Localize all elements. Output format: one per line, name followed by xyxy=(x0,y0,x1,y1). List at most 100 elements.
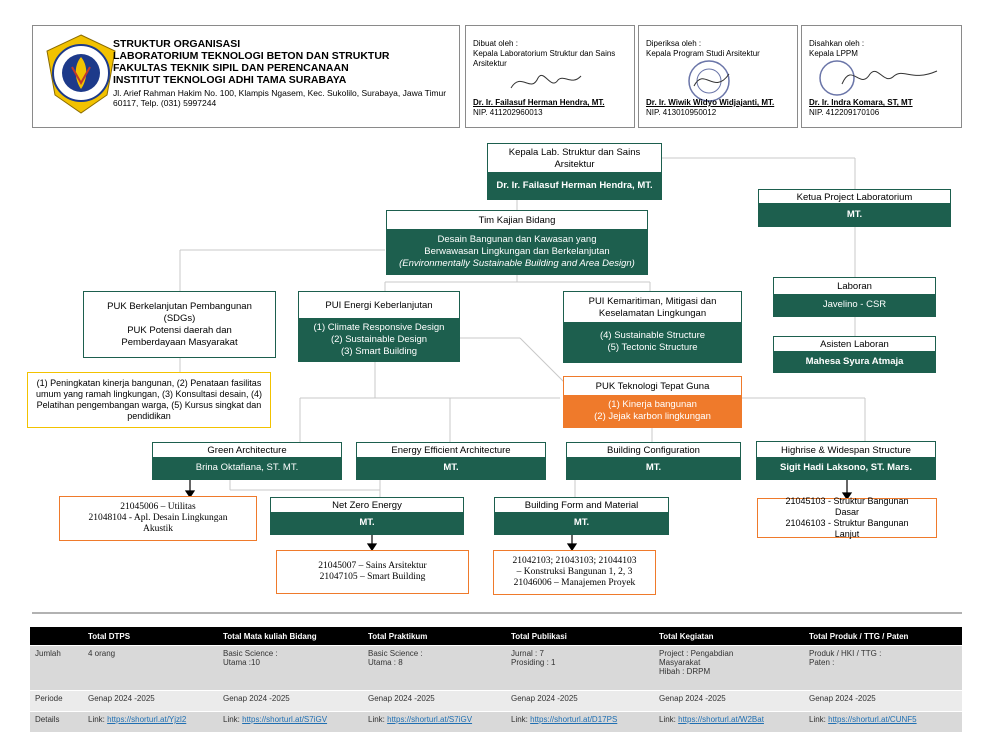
summary-table: Total DTPS Total Mata kuliah Bidang Tota… xyxy=(30,627,962,732)
link-prefix: Link: xyxy=(511,715,531,724)
asisten-box: Asisten Laboran Mahesa Syura Atmaja xyxy=(773,336,936,373)
puk-ttg-box: PUK Teknologi Tepat Guna (1) Kinerja ban… xyxy=(563,376,742,428)
header-title-1: STRUKTUR ORGANISASI xyxy=(113,38,241,50)
puk-berkelanjutan-line-1: PUK Berkelanjutan Pembangunan xyxy=(107,300,252,312)
tim-desc-2: Berwawasan Lingkungan dan Berkelanjutan xyxy=(424,245,610,257)
puk-berkelanjutan-line-4: Pemberdayaan Masyarakat xyxy=(121,336,238,348)
sign-role: Kepala LPPM xyxy=(809,49,858,58)
cell-line: Utama : 8 xyxy=(368,658,403,667)
note-highrise-line-4: Lanjut xyxy=(834,529,860,539)
header-left: STRUKTUR ORGANISASI LABORATORIUM TEKNOLO… xyxy=(32,25,460,128)
cell-line: Basic Science : xyxy=(223,649,278,658)
details-link[interactable]: https://shorturl.at/Yjzl2 xyxy=(107,715,187,724)
head-title: Kepala Lab. Struktur dan Sains Arsitektu… xyxy=(488,144,661,174)
form-title: Building Form and Material xyxy=(495,498,668,514)
netzero-name: MT. xyxy=(359,517,375,528)
pui-energi-item-3: (3) Smart Building xyxy=(340,345,418,357)
pui-energi-box: PUI Energi Keberlanjutan (1) Climate Res… xyxy=(298,291,460,362)
pui-energi-title: PUI Energi Keberlanjutan xyxy=(299,292,459,320)
tim-desc-1: Desain Bangunan dan Kawasan yang xyxy=(437,233,597,245)
pui-kemaritiman-box: PUI Kemaritiman, Mitigasi dan Keselamata… xyxy=(563,291,742,363)
details-link[interactable]: https://shorturl.at/CUNF5 xyxy=(828,715,917,724)
note-form-line-2: – Konstruksi Bangunan 1, 2, 3 xyxy=(516,567,633,577)
note-netzero-line-2: 21047105 – Smart Building xyxy=(319,572,426,582)
details-link[interactable]: https://shorturl.at/S7iGV xyxy=(242,715,328,724)
highrise-title: Highrise & Widespan Structure xyxy=(757,442,935,459)
sign-role: Kepala Laboratorium Struktur dan Sains A… xyxy=(473,49,616,68)
config-name: MT. xyxy=(645,462,662,473)
table-cell: Basic Science :Utama : 8 xyxy=(363,645,506,691)
note-green: 21045006 – Utilitas 21048104 - Apl. Desa… xyxy=(59,496,257,541)
config-box: Building Configuration MT. xyxy=(566,442,741,480)
puk-ttg-item-1: (1) Kinerja bangunan xyxy=(608,399,697,410)
note-netzero: 21045007 – Sains Arsitektur 21047105 – S… xyxy=(276,550,469,594)
sign-name: Dr. Ir. Failasuf Herman Hendra, MT. xyxy=(473,98,605,107)
note-green-line-2: 21048104 - Apl. Desain Lingkungan xyxy=(88,513,228,523)
header-title-4: INSTITUT TEKNOLOGI ADHI TAMA SURABAYA xyxy=(113,74,347,86)
head-name: Dr. Ir. Failasuf Herman Hendra, MT. xyxy=(496,179,653,191)
energy-title: Energy Efficient Architecture xyxy=(357,443,545,459)
energy-box: Energy Efficient Architecture MT. xyxy=(356,442,546,480)
cell-line: Produk / HKI / TTG : xyxy=(809,649,882,658)
table-cell: Basic Science :Utama :10 xyxy=(218,645,363,691)
sign-box-disahkan: Disahkan oleh : Kepala LPPM Dr. Ir. Indr… xyxy=(801,25,962,128)
sign-nip: NIP. 411202960013 xyxy=(473,108,543,117)
table-cell: Link: https://shorturl.at/S7iGV xyxy=(363,711,506,732)
link-prefix: Link: xyxy=(368,715,388,724)
table-cell: Details xyxy=(30,711,83,732)
table-cell: Produk / HKI / TTG :Paten : xyxy=(804,645,962,691)
puk-berkelanjutan-note: (1) Peningkatan kinerja bangunan, (2) Pe… xyxy=(27,372,271,428)
table-cell: 4 orang xyxy=(83,645,218,691)
puk-berkelanjutan-note-text: (1) Peningkatan kinerja bangunan, (2) Pe… xyxy=(35,378,263,421)
tim-desc-3: (Environmentally Sustainable Building an… xyxy=(399,257,635,269)
signature xyxy=(510,75,582,89)
institute-logo xyxy=(46,34,116,114)
form-name: MT. xyxy=(573,517,590,528)
note-green-line-3: Akustik xyxy=(142,524,174,534)
header-title-3: FAKULTAS TEKNIK SIPIL DAN PERENCANAAN xyxy=(113,62,349,74)
sign-box-dibuat: Dibuat oleh : Kepala Laboratorium Strukt… xyxy=(465,25,635,128)
note-highrise-line-2: Dasar xyxy=(834,507,859,517)
table-header-row: Total DTPS Total Mata kuliah Bidang Tota… xyxy=(30,627,962,646)
table-cell: Genap 2024 -2025 xyxy=(804,690,962,712)
netzero-title: Net Zero Energy xyxy=(271,498,463,514)
details-link[interactable]: https://shorturl.at/W2Bat xyxy=(678,715,764,724)
table-cell: Link: https://shorturl.at/CUNF5 xyxy=(804,711,962,732)
table-cell: Genap 2024 -2025 xyxy=(218,690,363,712)
header-title-2: LABORATORIUM TEKNOLOGI BETON DAN STRUKTU… xyxy=(113,50,390,62)
asisten-name: Mahesa Syura Atmaja xyxy=(805,355,904,367)
ketua-name: MT. xyxy=(846,208,863,220)
green-title: Green Architecture xyxy=(153,443,341,459)
note-green-line-1: 21045006 – Utilitas xyxy=(120,502,196,512)
table-header: Total Produk / TTG / Paten xyxy=(804,627,962,646)
sign-nip: NIP. 412209170106 xyxy=(809,108,880,117)
sign-nip: NIP. 413010950012 xyxy=(646,108,717,117)
table-cell: Link: https://shorturl.at/Yjzl2 xyxy=(83,711,218,732)
sign-role: Kepala Program Studi Arsitektur xyxy=(646,49,760,58)
table-cell: Link: https://shorturl.at/S7iGV xyxy=(218,711,363,732)
details-link[interactable]: https://shorturl.at/S7iGV xyxy=(387,715,473,724)
details-link[interactable]: https://shorturl.at/D17PS xyxy=(530,715,618,724)
cell-line: Basic Science : xyxy=(368,649,423,658)
note-form: 21042103; 21043103; 21044103 – Konstruks… xyxy=(493,550,656,595)
table-cell: Genap 2024 -2025 xyxy=(363,690,506,712)
stamp xyxy=(688,60,730,102)
laboran-name: Javelino - CSR xyxy=(822,299,887,310)
laboran-box: Laboran Javelino - CSR xyxy=(773,277,936,317)
pui-energi-item-2: (2) Sustainable Design xyxy=(330,333,428,345)
header-address: Jl. Arief Rahman Hakim No. 100, Klampis … xyxy=(113,88,447,108)
form-box: Building Form and Material MT. xyxy=(494,497,669,535)
puk-berkelanjutan-line-2: (SDGs) xyxy=(163,312,196,324)
table-cell: Periode xyxy=(30,690,83,712)
note-netzero-line-1: 21045007 – Sains Arsitektur xyxy=(318,561,427,571)
table-header: Total Kegiatan xyxy=(654,627,804,646)
sign-label: Disahkan oleh : xyxy=(809,39,865,48)
cell-line: Utama :10 xyxy=(223,658,260,667)
cell-line: Prosiding : 1 xyxy=(511,658,556,667)
puk-ttg-title: PUK Teknologi Tepat Guna xyxy=(564,377,741,397)
note-highrise: 21045103 - Struktur Bangunan Dasar 21046… xyxy=(757,496,937,539)
config-title: Building Configuration xyxy=(567,443,740,459)
stamp-signature xyxy=(819,60,938,96)
highrise-box: Highrise & Widespan Structure Sigit Hadi… xyxy=(756,441,936,480)
